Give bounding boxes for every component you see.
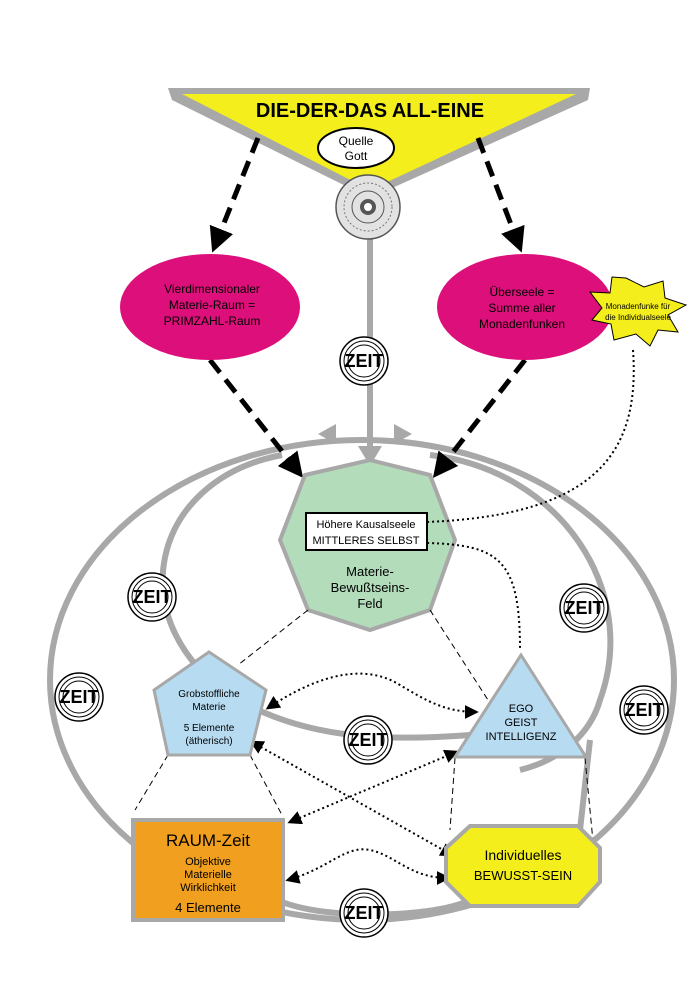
pentagon-line1: Grobstoffliche bbox=[178, 689, 240, 700]
arrow-to-right-oval bbox=[475, 137, 525, 253]
triangle-line1: EGO bbox=[509, 703, 534, 715]
pentagon-individual-link bbox=[249, 740, 455, 857]
individuelles-bewusstsein-octagon bbox=[444, 824, 602, 908]
individual-line2: BEWUSST-SEIN bbox=[474, 868, 572, 883]
svg-text:ZEIT: ZEIT bbox=[349, 730, 388, 750]
zeit-badge-right-outer: ZEIT bbox=[619, 685, 669, 735]
zeit-badge-left-inner: ZEIT bbox=[127, 572, 177, 622]
all-eine-title: DIE-DER-DAS ALL-EINE bbox=[256, 100, 484, 122]
left-oval-line3: PRIMZAHL-Raum bbox=[164, 314, 261, 328]
ego-right-link bbox=[577, 739, 593, 831]
ego-geist-triangle bbox=[452, 652, 589, 759]
svg-text:ZEIT: ZEIT bbox=[345, 351, 384, 371]
kausalseele-to-ego-link bbox=[426, 542, 521, 651]
kausalseele-line2: MITTLERES SELBST bbox=[313, 535, 420, 547]
svg-text:ZEIT: ZEIT bbox=[565, 598, 604, 618]
left-oval-line2: Materie-Raum = bbox=[169, 298, 255, 312]
svg-text:ZEIT: ZEIT bbox=[133, 587, 172, 607]
left-oval-line1: Vierdimensionaler bbox=[164, 282, 260, 296]
left-magenta-oval bbox=[120, 254, 300, 360]
dashed-arrows bbox=[208, 137, 527, 478]
triangle-line2: GEIST bbox=[504, 717, 537, 729]
raum-individual-link bbox=[285, 848, 451, 885]
raum-line5: 4 Elemente bbox=[175, 900, 241, 915]
zeit-badge-bottom: ZEIT bbox=[339, 888, 389, 938]
svg-text:ZEIT: ZEIT bbox=[625, 700, 664, 720]
kausalseele-line1: Höhere Kausalseele bbox=[316, 519, 415, 531]
raum-line3: Materielle bbox=[184, 869, 232, 881]
right-oval-line3: Monadenfunken bbox=[479, 317, 565, 331]
right-magenta-oval bbox=[437, 254, 613, 360]
raum-ego-link bbox=[287, 749, 459, 825]
zeit-badge-center: ZEIT bbox=[343, 715, 393, 765]
star-to-kausalseele-link bbox=[426, 349, 635, 523]
raum-line4: Wirklichkeit bbox=[180, 882, 236, 894]
top-orbit-arrow-right bbox=[394, 424, 412, 444]
raum-line2: Objektive bbox=[185, 856, 231, 868]
zeit-badge-top: ZEIT bbox=[339, 336, 389, 386]
feld-label-line2: Bewußtseins- bbox=[331, 580, 410, 595]
arrow-to-left-oval bbox=[209, 137, 261, 253]
gott-label: Gott bbox=[345, 149, 368, 163]
grobstoffliche-materie-pentagon bbox=[152, 650, 268, 757]
monadenfunke-star bbox=[588, 276, 688, 347]
center-down-arrow bbox=[358, 446, 382, 466]
raum-zeit-box bbox=[131, 818, 285, 922]
right-oval-line1: Überseele = bbox=[489, 285, 554, 299]
right-oval-line2: Summe aller bbox=[488, 301, 555, 315]
star-line2: die Individualseele bbox=[605, 313, 671, 322]
quelle-label: Quelle bbox=[339, 134, 374, 148]
svg-text:ZEIT: ZEIT bbox=[60, 687, 99, 707]
pentagon-line4: (ätherisch) bbox=[185, 736, 232, 747]
pentagon-line2: Materie bbox=[192, 702, 226, 713]
quelle-ellipse bbox=[317, 127, 395, 169]
pentagon-ego-link bbox=[265, 672, 479, 719]
dotted-connectors bbox=[249, 349, 635, 885]
svg-text:ZEIT: ZEIT bbox=[345, 903, 384, 923]
mandala-seal-icon bbox=[335, 174, 401, 240]
raum-line1: RAUM-Zeit bbox=[166, 831, 250, 850]
kausalseele-box bbox=[305, 512, 428, 551]
star-line1: Monadenfunke für bbox=[606, 302, 671, 311]
feld-label-line3: Feld bbox=[357, 596, 382, 611]
top-orbit-arrow-left bbox=[318, 424, 336, 444]
pentagon-line3: 5 Elemente bbox=[184, 723, 235, 734]
feld-label-line1: Materie- bbox=[346, 564, 394, 579]
individual-line1: Individuelles bbox=[484, 847, 561, 863]
zeit-badge-left-outer: ZEIT bbox=[54, 672, 104, 722]
triangle-line3: INTELLIGENZ bbox=[486, 731, 557, 743]
zeit-badge-right-inner: ZEIT bbox=[559, 583, 609, 633]
